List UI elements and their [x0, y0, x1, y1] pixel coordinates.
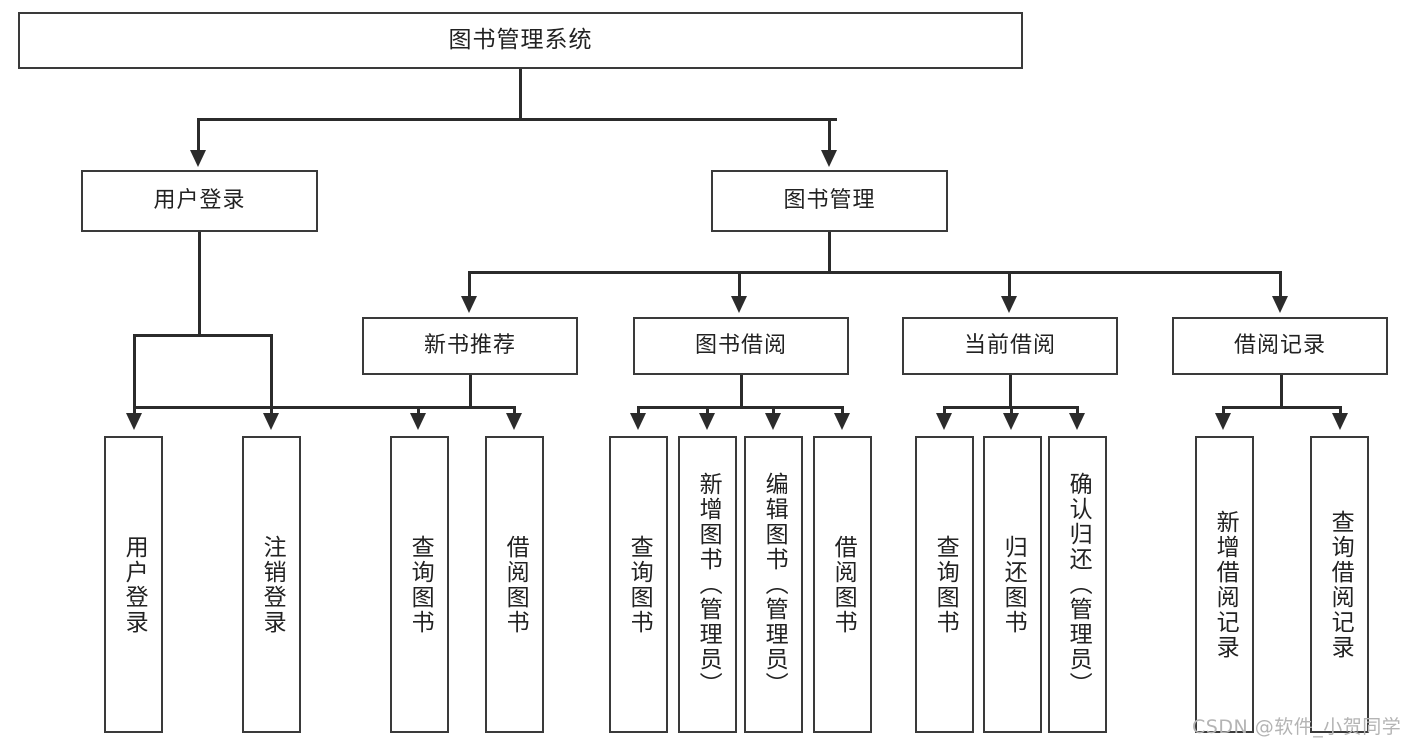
arrow-nb-borrow-book	[506, 413, 522, 430]
node-label: 借阅图书	[502, 534, 529, 635]
node-label: 查询图书	[626, 534, 653, 635]
arrow-login-leaf	[126, 413, 142, 430]
edge-drop-bb-edit	[772, 406, 775, 418]
node-label: 用户登录	[121, 534, 148, 635]
leaf-logout[interactable]: 注销登录	[242, 436, 301, 733]
node-label: 图书管理系统	[448, 26, 593, 53]
node-label: 注销登录	[259, 534, 286, 635]
leaf-cb-query-book[interactable]: 查询图书	[915, 436, 974, 733]
node-label: 图书借阅	[694, 332, 787, 358]
leaf-cb-return-book[interactable]: 归还图书	[983, 436, 1042, 733]
leaf-bb-edit-book[interactable]: 编辑图书（管理员）	[744, 436, 803, 733]
edge-drop-cb-confirm	[1076, 406, 1079, 418]
edge-drop-nb-borrow	[513, 406, 516, 418]
edge-drop-bb-query	[637, 406, 640, 418]
node-label: 确认归还（管理员）	[1065, 472, 1092, 697]
node-label: 图书管理	[783, 187, 876, 213]
edge-level3-bus	[468, 271, 1282, 274]
edge-drop-current-borrow	[1008, 271, 1011, 299]
edge-drop-book-borrow	[738, 271, 741, 299]
edge-level2-bus	[197, 118, 837, 121]
node-label: 查询图书	[932, 534, 959, 635]
arrow-bb-borrow-book	[834, 413, 850, 430]
leaf-user-login[interactable]: 用户登录	[104, 436, 163, 733]
edge-drop-logout	[270, 334, 273, 416]
arrow-br-query-record	[1332, 413, 1348, 430]
edge-user-login-stem	[198, 232, 201, 337]
leaf-bb-query-book[interactable]: 查询图书	[609, 436, 668, 733]
edge-drop-nb-query	[417, 406, 420, 418]
node-label: 当前借阅	[963, 332, 1056, 358]
edge-current-borrow-stem	[1009, 375, 1012, 408]
edge-drop-cb-query	[943, 406, 946, 418]
edge-drop-cb-return	[1010, 406, 1013, 418]
arrow-borrow-record	[1272, 296, 1288, 313]
edge-drop-bb-borrow	[841, 406, 844, 418]
node-root-system[interactable]: 图书管理系统	[18, 12, 1023, 69]
node-book-management[interactable]: 图书管理	[711, 170, 948, 232]
edge-borrow-record-stem	[1280, 375, 1283, 408]
arrow-bb-add-book	[699, 413, 715, 430]
node-current-borrow[interactable]: 当前借阅	[902, 317, 1118, 375]
edge-new-book-bus	[133, 406, 516, 409]
edge-user-login-bus	[133, 334, 273, 337]
arrow-cb-return-book	[1003, 413, 1019, 430]
edge-book-borrow-stem	[740, 375, 743, 408]
node-user-login[interactable]: 用户登录	[81, 170, 318, 232]
node-label: 用户登录	[153, 187, 246, 213]
leaf-nb-borrow-book[interactable]: 借阅图书	[485, 436, 544, 733]
leaf-br-add-record[interactable]: 新增借阅记录	[1195, 436, 1254, 733]
edge-drop-bb-add	[706, 406, 709, 418]
node-borrow-record[interactable]: 借阅记录	[1172, 317, 1388, 375]
arrow-bb-edit-book	[765, 413, 781, 430]
node-label: 归还图书	[1000, 534, 1027, 635]
leaf-bb-add-book[interactable]: 新增图书（管理员）	[678, 436, 737, 733]
leaf-bb-borrow-book[interactable]: 借阅图书	[813, 436, 872, 733]
arrow-book-manage	[821, 150, 837, 167]
edge-drop-br-query	[1339, 406, 1342, 418]
leaf-br-query-record[interactable]: 查询借阅记录	[1310, 436, 1369, 733]
arrow-cb-query-book	[936, 413, 952, 430]
leaf-nb-query-book[interactable]: 查询图书	[390, 436, 449, 733]
edge-drop-borrow-record	[1279, 271, 1282, 299]
arrow-bb-query-book	[630, 413, 646, 430]
edge-drop-user-login	[197, 118, 200, 153]
edge-book-borrow-bus	[637, 406, 843, 409]
node-book-borrow[interactable]: 图书借阅	[633, 317, 849, 375]
edge-drop-book-manage	[828, 118, 831, 153]
node-label: 查询图书	[407, 534, 434, 635]
arrow-user-login	[190, 150, 206, 167]
arrow-br-add-record	[1215, 413, 1231, 430]
arrow-new-book-recommend	[461, 296, 477, 313]
edge-borrow-record-bus	[1222, 406, 1342, 409]
leaf-cb-confirm-return[interactable]: 确认归还（管理员）	[1048, 436, 1107, 733]
node-label: 借阅记录	[1233, 332, 1326, 358]
edge-drop-login	[133, 334, 136, 416]
node-label: 新增借阅记录	[1212, 509, 1239, 660]
edge-drop-new-book	[468, 271, 471, 299]
edge-root-stem	[519, 69, 522, 119]
node-label: 查询借阅记录	[1327, 509, 1354, 660]
node-label: 借阅图书	[830, 534, 857, 635]
node-label: 新增图书（管理员）	[695, 472, 722, 697]
arrow-logout-leaf	[263, 413, 279, 430]
arrow-current-borrow	[1001, 296, 1017, 313]
node-label: 编辑图书（管理员）	[761, 472, 788, 697]
edge-drop-br-add	[1222, 406, 1225, 418]
watermark-text: CSDN @软件_小贺同学	[1192, 716, 1402, 738]
edge-new-book-stem	[469, 375, 472, 408]
arrow-nb-query-book	[410, 413, 426, 430]
arrow-book-borrow	[731, 296, 747, 313]
node-new-book-recommend[interactable]: 新书推荐	[362, 317, 578, 375]
node-label: 新书推荐	[423, 332, 516, 358]
edge-book-manage-stem	[828, 232, 831, 274]
arrow-cb-confirm-return	[1069, 413, 1085, 430]
